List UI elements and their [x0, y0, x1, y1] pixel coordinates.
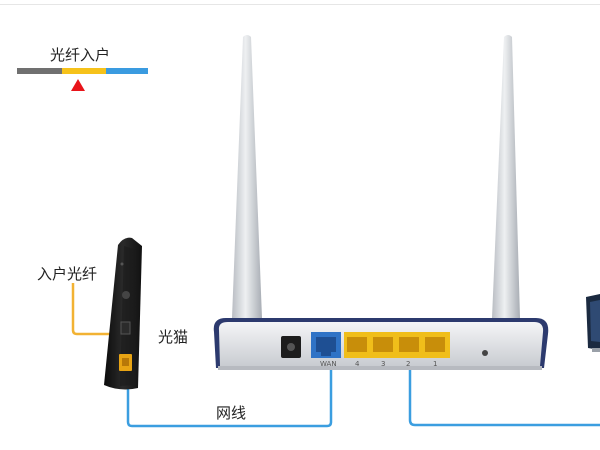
legend-marker-icon: [71, 79, 85, 91]
network-cable-label: 网线: [216, 404, 247, 422]
lan-port-3: [373, 337, 393, 352]
lan-cable-line: [408, 368, 600, 427]
right-edge-device: [586, 294, 600, 352]
router-body: [213, 318, 549, 370]
lan-port-1-label: 1: [433, 360, 438, 368]
legend-yellow-segment: [62, 68, 106, 74]
legend-title: 光纤入户: [50, 46, 111, 64]
lan-port-1: [425, 337, 445, 352]
left-antenna: [230, 35, 264, 336]
optical-modem: [104, 237, 142, 390]
reset-button-icon: [482, 350, 488, 356]
network-cable-line: [126, 368, 333, 428]
lan-port-2-label: 2: [406, 360, 411, 368]
modem-button-icon: [122, 291, 130, 299]
modem-label: 光猫: [158, 328, 189, 346]
legend-gray-segment: [17, 68, 62, 74]
lan-port-4-label: 4: [355, 360, 360, 368]
right-antenna: [490, 35, 522, 336]
fiber-in-label: 入户光纤: [37, 265, 98, 283]
wan-port-label: WAN: [320, 360, 337, 368]
legend-bar: [17, 68, 148, 91]
lan-port-2: [399, 337, 419, 352]
modem-fiber-port: [120, 321, 131, 335]
lan-port-3-label: 3: [381, 360, 386, 368]
legend-blue-segment: [106, 68, 148, 74]
lan-port-4: [347, 337, 367, 352]
fiber-line: [71, 283, 118, 336]
top-border: [0, 4, 600, 5]
